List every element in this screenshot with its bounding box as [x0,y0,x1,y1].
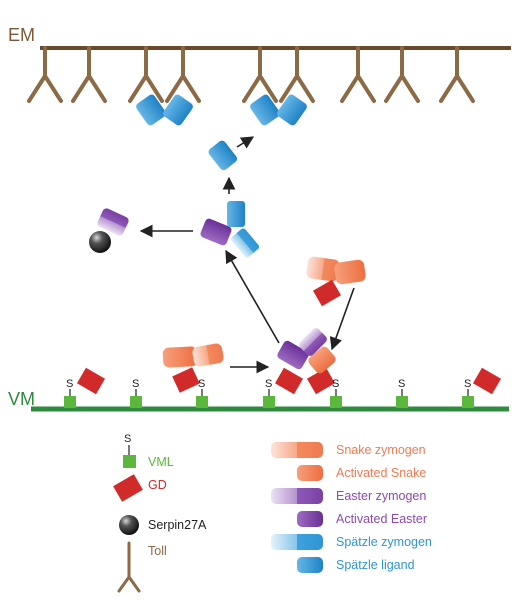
legend-activated-easter-swatch [297,511,323,527]
toll-receptor-icon [165,46,201,103]
spatzle-zymogen-part [227,201,245,227]
vml-square [263,396,275,408]
spatzle-ligand [250,94,280,126]
sulfation-site-label: S [398,378,405,390]
sulfation-site-label: S [332,378,339,390]
toll-receptors [27,46,475,103]
snake-zymogen-complex-upper [306,256,366,307]
arrow-complex-to-easter [225,249,280,344]
toll-receptor-icon [384,46,420,103]
vml-anchor: S [462,378,474,408]
vml-anchor: S [330,378,342,408]
vml-square [64,396,76,408]
easter-zymogen-part [299,328,327,356]
sulfation-site-label: S [464,378,471,390]
gd [172,367,200,393]
spatzle-ligand-bound-pair-2 [250,94,307,126]
legend-activated-easter-label: Activated Easter [336,512,427,526]
legend-easter-zymogen-swatch [271,488,323,504]
legend-vml-site-label: S [124,433,131,445]
snake-zymogen-part [334,259,366,285]
legend-activated-snake-swatch [297,465,323,481]
legend-serpin-swatch [119,515,139,535]
legend-toll-swatch [117,541,141,593]
snake-zymogen-part [162,346,198,368]
legend-right: Snake zymogen Activated Snake Easter zym… [271,442,432,573]
legend-spatzle-zymogen-label: Spätzle zymogen [336,535,432,549]
spatzle-ligand [163,94,193,126]
toll-receptor-icon [128,46,164,103]
legend-easter-zymogen-label: Easter zymogen [336,489,426,503]
sulfation-site-label: S [265,378,272,390]
toll-receptor-icon [340,46,376,103]
legend-activated-snake-label: Activated Snake [336,466,426,480]
vml-square [462,396,474,408]
serpin27a-bound [89,231,111,253]
toll-receptor-icon [439,46,475,103]
legend-spatzle-ligand-swatch [297,557,323,573]
toll-receptor-icon [71,46,107,103]
snake-zymogen-part [306,256,340,282]
easter-inhibited [97,208,129,236]
vml-square [196,396,208,408]
legend-spatzle-zymogen-swatch [271,534,323,550]
snake-zymogen-complex-left [162,343,224,393]
legend-spatzle-ligand-label: Spätzle ligand [336,558,415,572]
vml-anchor: S [263,378,275,408]
legend-vml-label: VML [148,455,174,469]
legend-gd-label: GD [148,478,167,492]
vml-anchor: S [130,378,142,408]
legend-left: S VML GD Serpin27A Toll [113,433,207,593]
spatzle-ligand [136,94,166,126]
easter-cleaving-spatzle [200,201,260,258]
spatzle-zymogen-part [230,228,260,258]
legend-vml-swatch [123,455,136,468]
arrow-spatzle-to-toll [236,136,255,149]
legend-serpin-label: Serpin27A [148,518,207,532]
gd [312,279,342,307]
spatzle-ligand [277,94,307,126]
legend-toll-label: Toll [148,544,167,558]
gd [306,367,336,395]
vml-square [330,396,342,408]
vml-anchor: S [396,378,408,408]
arrow-snake-to-complex [329,287,355,351]
activated-easter [200,218,232,246]
vml-square [396,396,408,408]
gd [76,367,106,395]
sulfation-site-label: S [198,378,205,390]
toll-receptor-icon [27,46,63,103]
vml-square [130,396,142,408]
vml-anchor: S [64,378,76,408]
toll-receptor-icon [279,46,315,103]
legend-snake-zymogen-label: Snake zymogen [336,443,426,457]
spatzle-ligand-free [208,140,238,171]
gd [274,367,304,395]
legend-gd-swatch [113,474,143,502]
sulfation-site-label: S [132,378,139,390]
activation-complex [274,328,336,395]
activated-snake [308,346,336,374]
spatzle-ligand-bound-pair-1 [136,94,193,126]
legend-snake-zymogen-swatch [271,442,323,458]
toll-receptor-icon [242,46,278,103]
sulfation-site-label: S [66,378,73,390]
vml-anchor: S [196,378,208,408]
activated-easter [277,340,309,370]
snake-zymogen-part [192,343,224,367]
vm-label: VM [8,389,35,409]
em-label: EM [8,25,35,45]
gd [472,367,502,395]
